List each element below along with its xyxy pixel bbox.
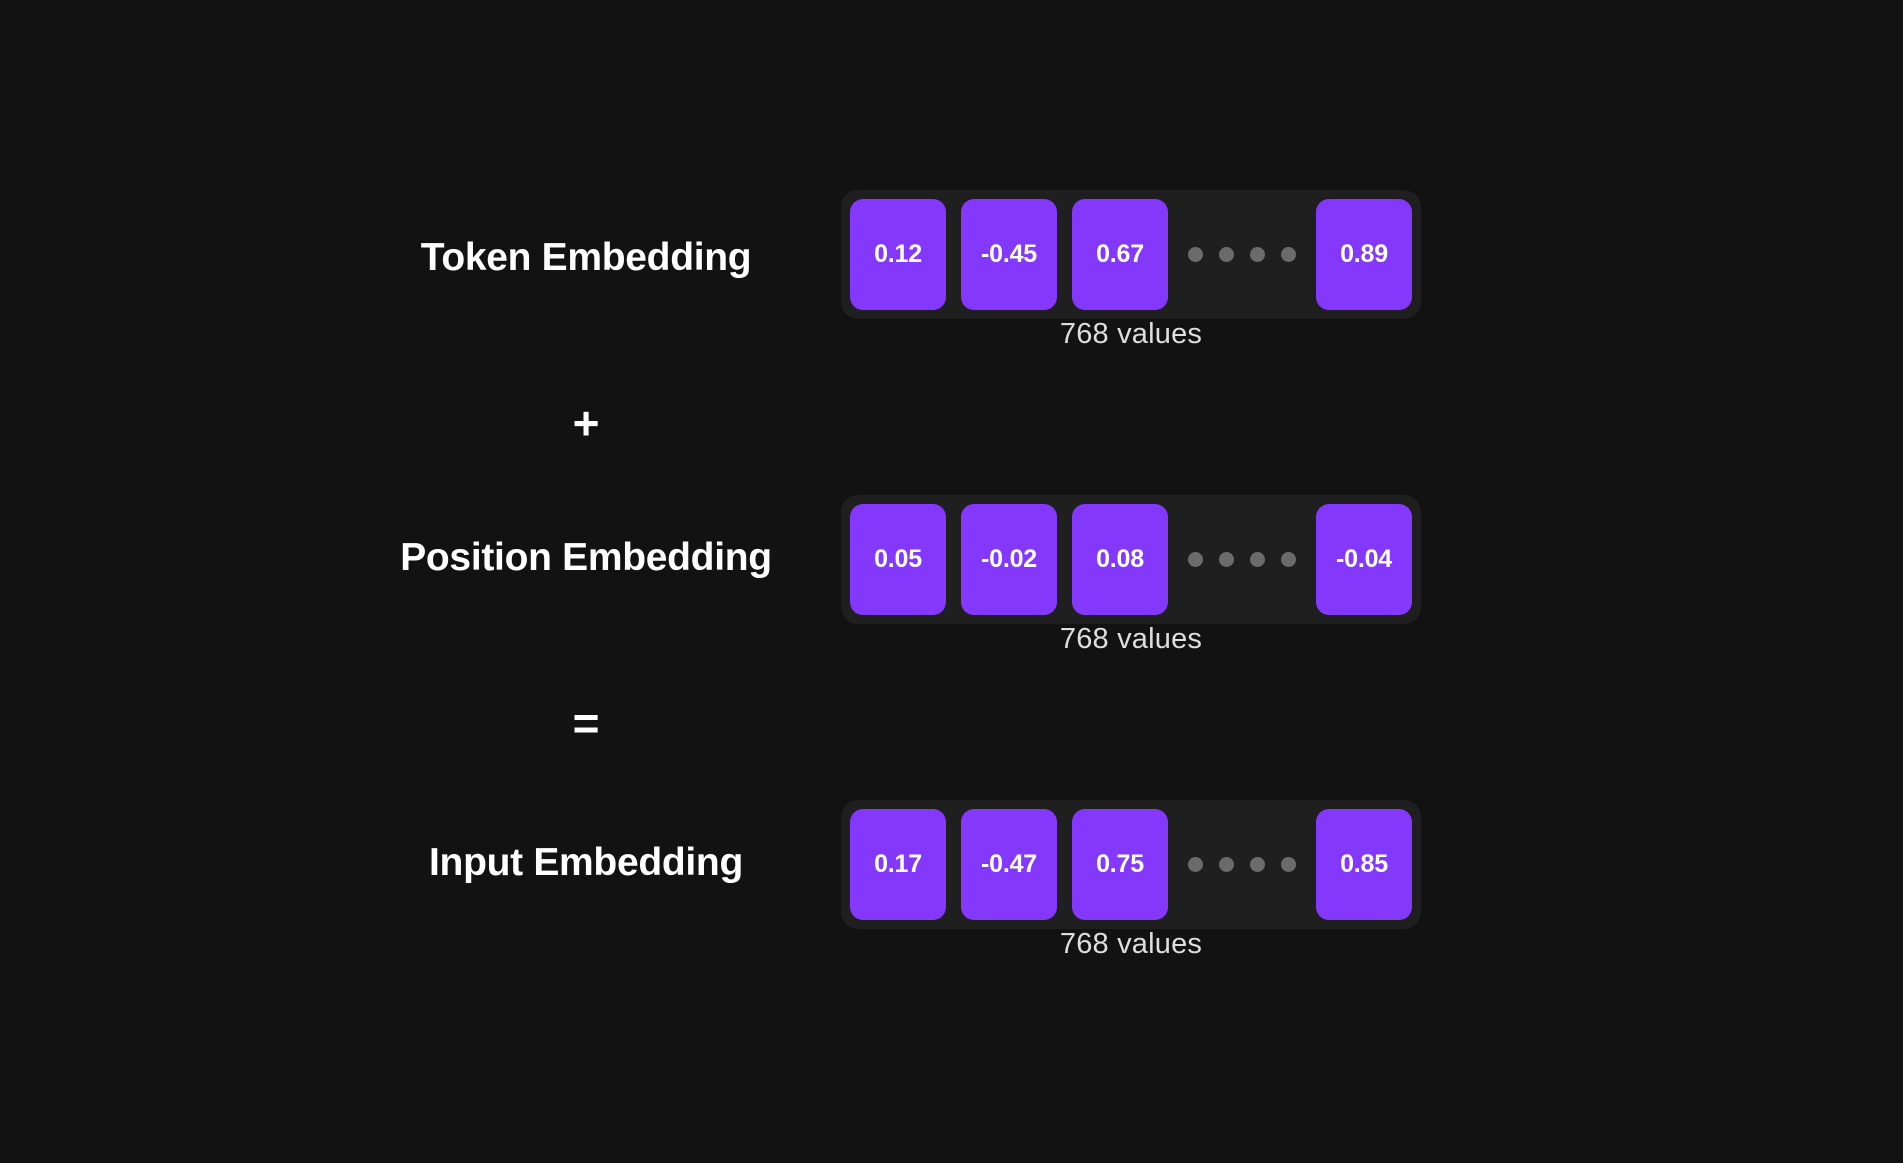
equals-operator: =: [330, 700, 842, 746]
embedding-cell: 0.75: [1072, 809, 1168, 920]
dot-icon: [1281, 857, 1296, 872]
embedding-cell: -0.02: [961, 504, 1057, 615]
embedding-cell: 0.67: [1072, 199, 1168, 310]
embedding-cell: 0.17: [850, 809, 946, 920]
embedding-cell: 0.12: [850, 199, 946, 310]
embedding-cell: -0.47: [961, 809, 1057, 920]
vector-size-caption: 768 values: [1059, 623, 1203, 655]
position-embedding-vector: 0.05 -0.02 0.08 -0.04: [841, 495, 1421, 624]
vector-size-caption: 768 values: [1059, 318, 1203, 350]
ellipsis-dots-icon: [1183, 857, 1301, 872]
embedding-cell-last: 0.85: [1316, 809, 1412, 920]
embedding-cell: -0.45: [961, 199, 1057, 310]
embedding-cell: 0.05: [850, 504, 946, 615]
input-embedding-vector: 0.17 -0.47 0.75 0.85: [841, 800, 1421, 929]
embedding-cell-last: -0.04: [1316, 504, 1412, 615]
token-embedding-vector: 0.12 -0.45 0.67 0.89: [841, 190, 1421, 319]
dot-icon: [1281, 247, 1296, 262]
dot-icon: [1219, 857, 1234, 872]
dot-icon: [1219, 552, 1234, 567]
row-label-position-embedding: Position Embedding: [330, 538, 842, 577]
embedding-cell: 0.08: [1072, 504, 1168, 615]
embedding-cell-last: 0.89: [1316, 199, 1412, 310]
dot-icon: [1250, 552, 1265, 567]
dot-icon: [1188, 247, 1203, 262]
dot-icon: [1219, 247, 1234, 262]
plus-operator-symbol: +: [572, 397, 600, 449]
row-label-input-embedding: Input Embedding: [330, 843, 842, 882]
vector-size-caption: 768 values: [1059, 928, 1203, 960]
ellipsis-dots-icon: [1183, 552, 1301, 567]
row-label-text: Input Embedding: [429, 841, 743, 884]
row-label-token-embedding: Token Embedding: [330, 238, 842, 277]
plus-operator: +: [330, 400, 842, 446]
dot-icon: [1188, 552, 1203, 567]
row-label-text: Token Embedding: [420, 236, 752, 279]
equals-operator-symbol: =: [572, 697, 600, 749]
dot-icon: [1250, 857, 1265, 872]
dot-icon: [1188, 857, 1203, 872]
row-label-text: Position Embedding: [400, 536, 772, 579]
dot-icon: [1250, 247, 1265, 262]
dot-icon: [1281, 552, 1296, 567]
ellipsis-dots-icon: [1183, 247, 1301, 262]
